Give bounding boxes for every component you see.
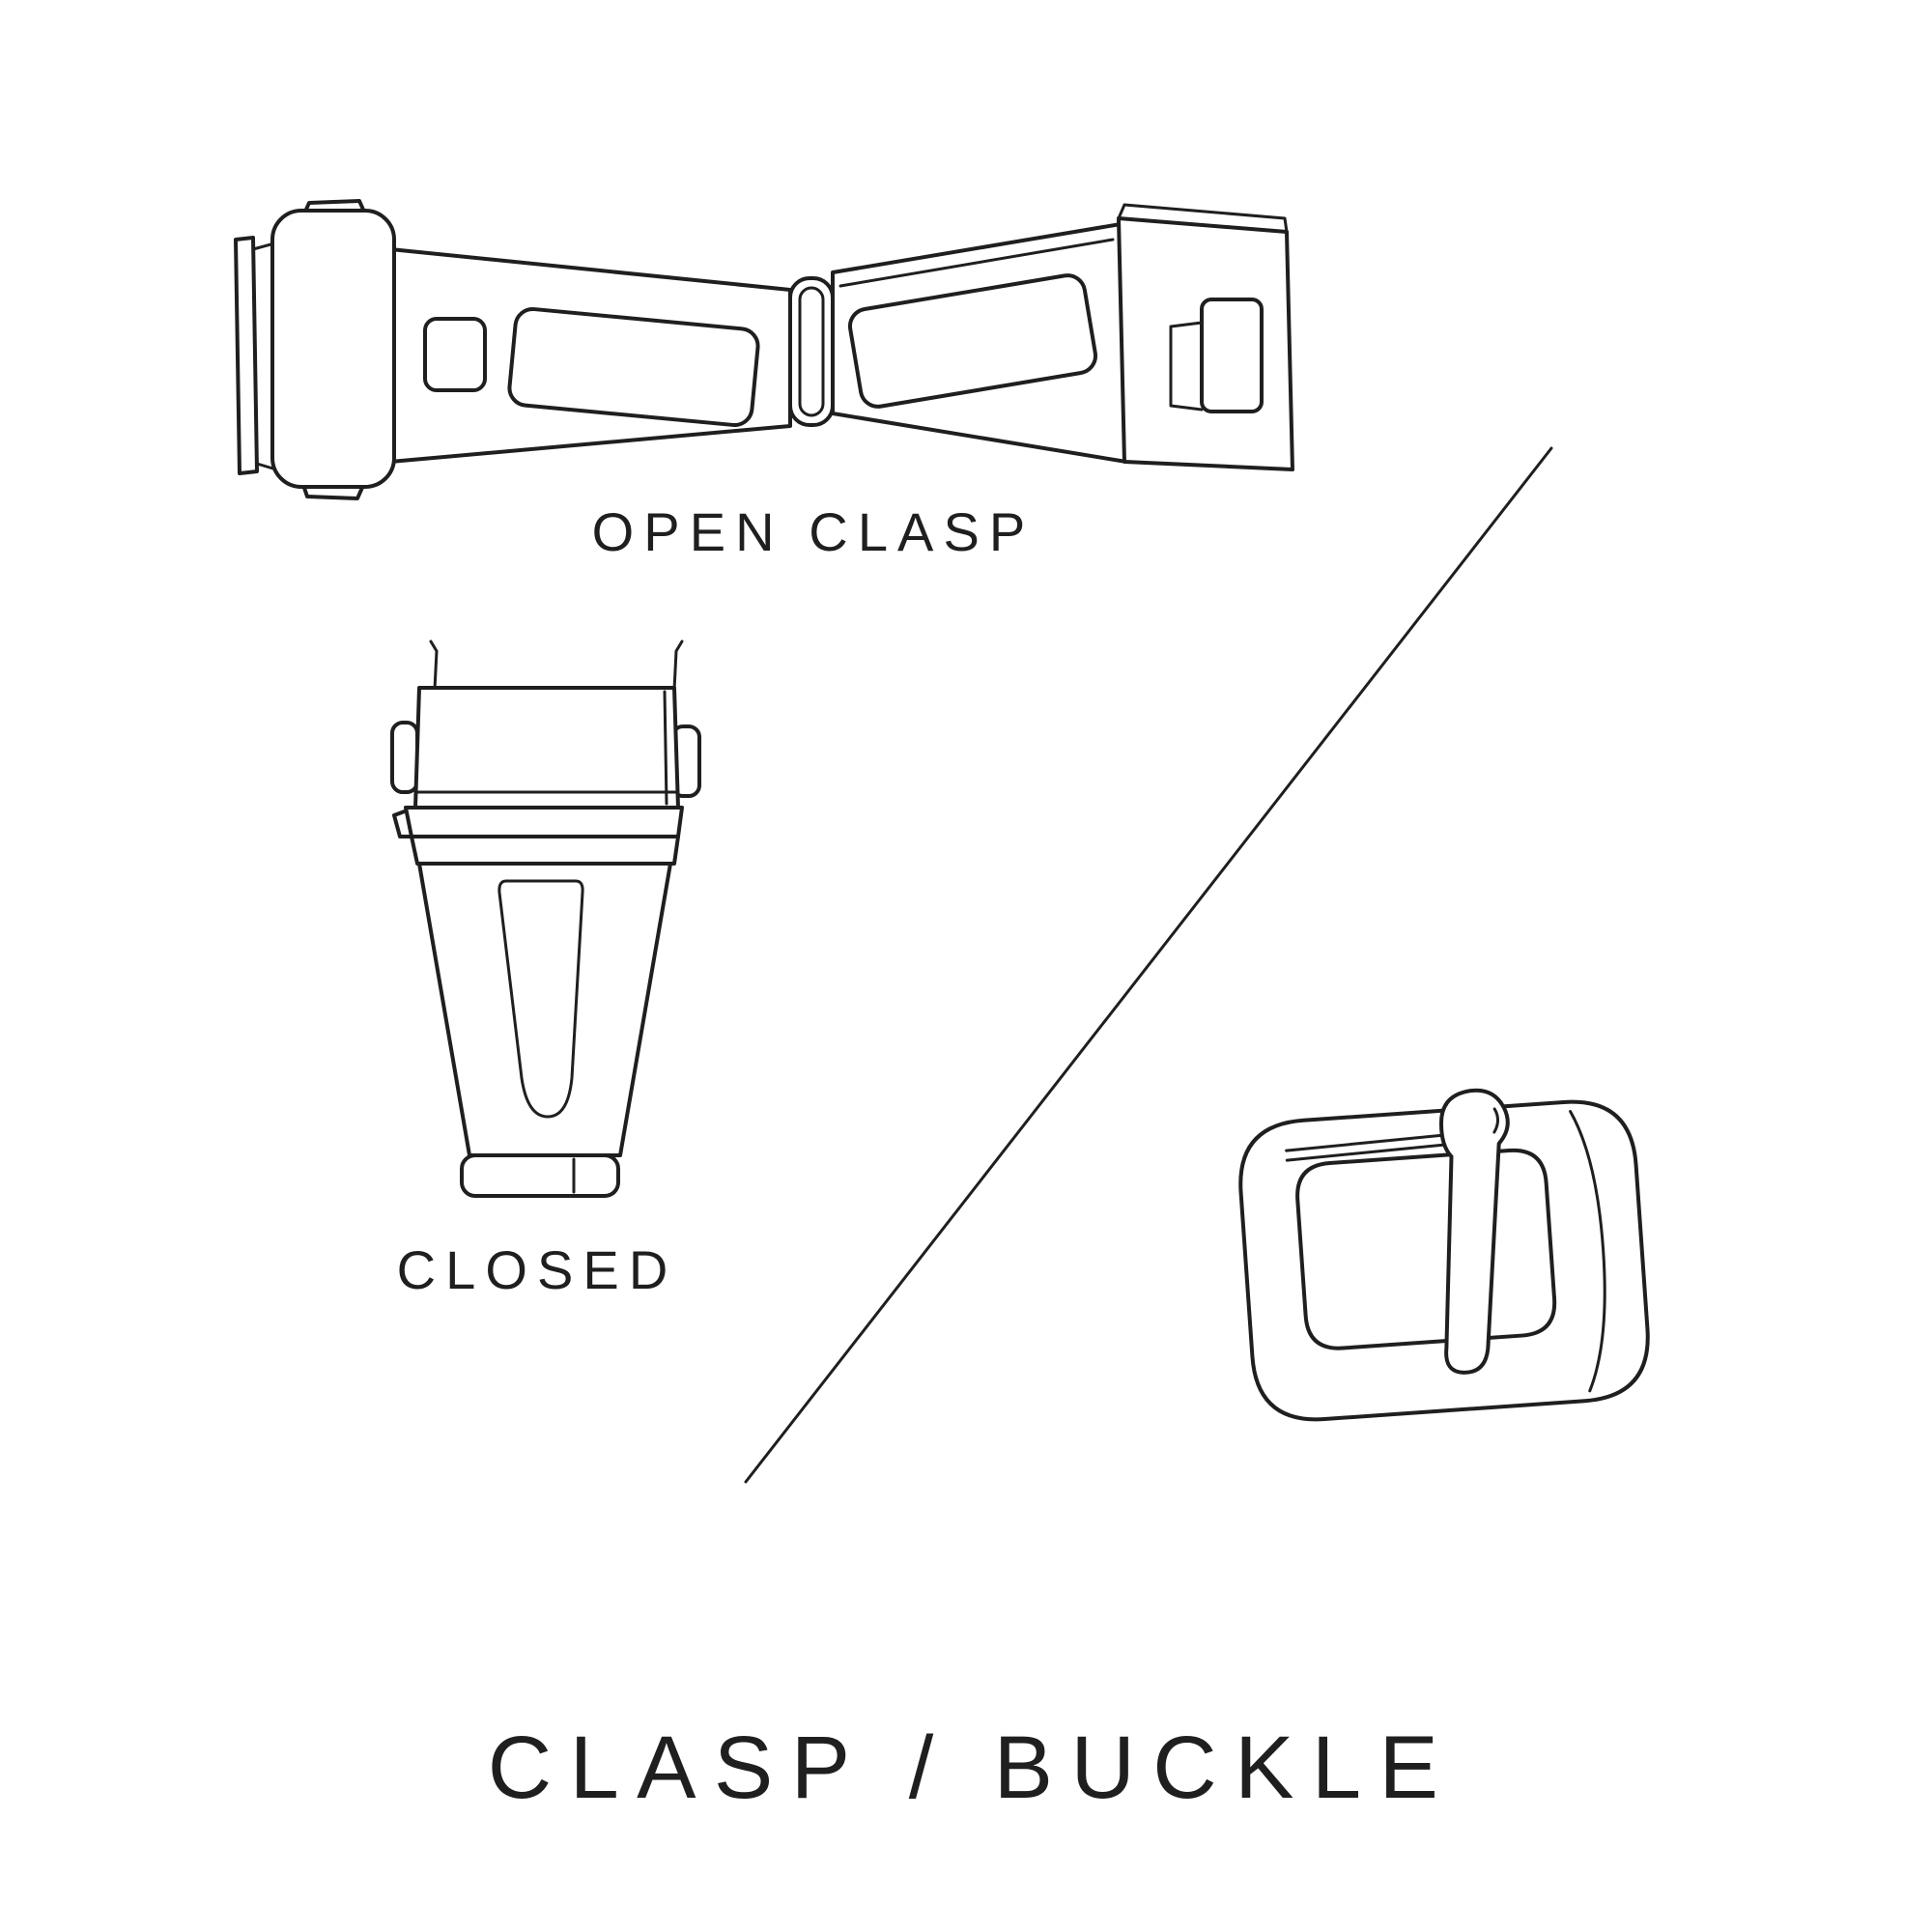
divider-line (744, 446, 1553, 1484)
buckle-illustration (1238, 1088, 1650, 1422)
closed-clasp-illustration (390, 639, 701, 1198)
open-clasp-label: OPEN CLASP (591, 501, 1036, 562)
open-clasp-illustration (234, 199, 1294, 500)
closed-clasp-label: CLOSED (396, 1239, 678, 1300)
page-title: CLASP / BUCKLE (487, 1719, 1457, 1817)
